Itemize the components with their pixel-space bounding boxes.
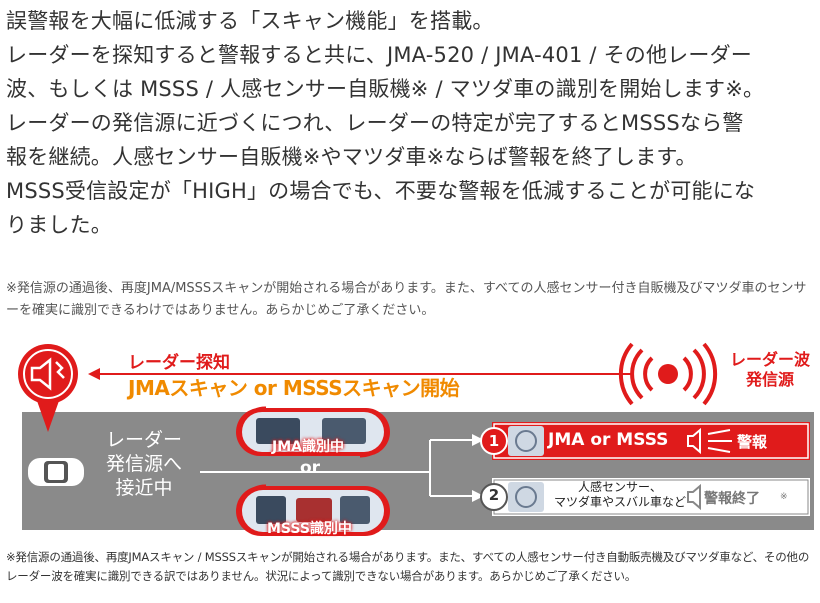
result-1-box [492,422,810,460]
car-icon [28,458,84,486]
detector-balloon-icon [18,344,78,432]
intro-line-6: MSSS受信設定が「HIGH」の場合でも、不要な警報を低減することが可能にな [6,179,756,203]
footnote-top: ※発信源の通過後、再度JMA/MSSSスキャンが開始される場合があります。また、… [6,281,807,318]
result-2-text-line-2: マツダ車やスバル車など [553,495,686,509]
scan-diagram: レーダー探知 JMAスキャン or MSSSスキャン開始 レーダー波 発信源 レ… [0,340,820,540]
scan-diagram-graphic [18,342,814,536]
intro-line-3: 波、もしくは MSSS / 人感センサー自販機※ / マツダ車の識別を開始します… [6,77,765,101]
speaker-muted-icon [687,483,701,511]
approaching-label-line-2: 発信源へ [105,453,182,475]
footnote-bottom: ※発信源の通過後、再度JMAスキャン / MSSSスキャンが開始される場合があり… [6,550,810,583]
approaching-label-line-3: 接近中 [115,477,173,499]
intro-line-2: レーダーを探知すると警報すると共に、JMA-520 / JMA-401 / その… [6,43,752,67]
or-label: or [300,458,321,478]
intro-line-4: レーダーの発信源に近づくにつれ、レーダーの特定が完了するとMSSSなら警 [6,111,744,135]
speaker-alarm-icon [687,427,732,455]
result-1-alarm: 警報 [737,433,768,451]
jma-identifying-label: JMA識別中 [272,439,344,455]
msss-identifying-pill [236,484,390,536]
intro-line-7: りました。 [6,213,112,237]
approaching-label: レーダー 発信源へ 接近中 [92,428,196,500]
jma-identifying-pill [236,406,390,458]
radar-source-icon [618,342,718,406]
result-2-number: 2 [488,486,500,504]
radar-detect-label: レーダー探知 [128,353,230,373]
radar-source-label-line-2: 発信源 [745,370,794,389]
result-2-footnote-mark: ※ [780,492,788,502]
intro-text: 誤警報を大幅に低減する「スキャン機能」を搭載。 レーダーを探知すると警報すると共… [6,4,816,242]
result-1-number-badge [480,427,508,455]
flow-arrow-lower [472,490,484,502]
scan-start-label: JMAスキャン or MSSSスキャン開始 [128,376,460,400]
result-1-number: 1 [488,432,500,450]
result-2-box [492,478,810,516]
radar-source-label-line-1: レーダー波 [729,350,810,369]
result-2-alarm-end: 警報終了 [704,491,760,507]
intro-line-5: 報を継続。人感センサー自販機※やマツダ車※ならば警報を終了します。 [6,145,697,169]
result-2-number-badge [480,483,508,511]
result-2-text-line-1: 人感センサー、 [578,480,662,494]
msss-identifying-label: MSSS識別中 [267,521,352,537]
result-2-text: 人感センサー、 マツダ車やスバル車など [550,480,690,510]
result-1-text: JMA or MSSS [548,430,669,450]
approaching-label-line-1: レーダー [105,429,182,451]
radar-source-label: レーダー波 発信源 [720,350,820,390]
flow-arrow-upper [472,434,484,446]
detect-arrow-head [88,368,100,380]
intro-line-1: 誤警報を大幅に低減する「スキャン機能」を搭載。 [6,9,494,33]
